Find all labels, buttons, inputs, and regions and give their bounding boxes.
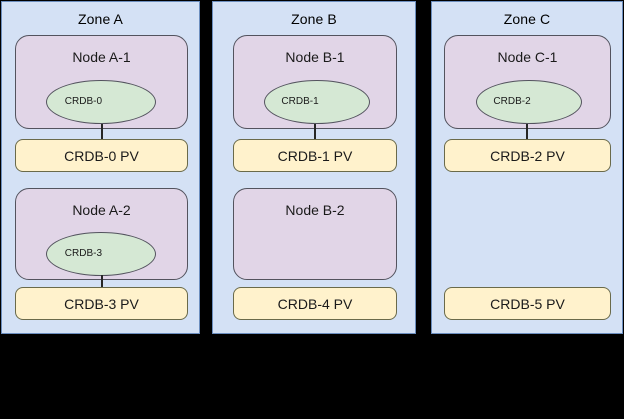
- zone-c-title: Zone C: [503, 11, 551, 27]
- pv-crdb-0: CRDB-0 PV: [15, 139, 188, 172]
- zone-b: Zone B Node B-1 CRDB-1 CRDB-1 PV Node B-…: [212, 1, 416, 334]
- zone-b-title: Zone B: [291, 11, 337, 27]
- pod-crdb-3: CRDB-3: [46, 232, 156, 276]
- pod-crdb-3-label: CRDB-3: [64, 248, 103, 259]
- connector-crdb-0: [101, 124, 103, 140]
- pv-crdb-3-label: CRDB-3 PV: [64, 295, 139, 312]
- pv-crdb-1-label: CRDB-1 PV: [277, 147, 353, 164]
- node-a-1: Node A-1 CRDB-0: [15, 35, 188, 129]
- pod-crdb-1: CRDB-1: [264, 80, 370, 124]
- node-b-2-title: Node B-2: [285, 202, 345, 218]
- pv-crdb-2: CRDB-2 PV: [444, 139, 611, 172]
- pv-crdb-0-label: CRDB-0 PV: [64, 147, 139, 164]
- pv-crdb-5: CRDB-5 PV: [444, 287, 611, 320]
- connector-crdb-2: [526, 124, 528, 140]
- node-a-2-title: Node A-2: [72, 202, 131, 218]
- pod-crdb-2-shape: [476, 80, 582, 124]
- pv-crdb-5-label: CRDB-5 PV: [490, 295, 565, 312]
- pod-crdb-3-shape: [46, 232, 156, 276]
- pod-crdb-1-shape: [264, 80, 370, 124]
- node-a-1-title: Node A-1: [72, 49, 131, 65]
- pv-crdb-4-label: CRDB-4 PV: [277, 295, 353, 312]
- pv-crdb-3: CRDB-3 PV: [15, 287, 188, 320]
- connector-crdb-1: [314, 124, 316, 140]
- connector-crdb-3: [101, 275, 103, 288]
- pod-crdb-2-label: CRDB-2: [493, 96, 531, 107]
- pod-crdb-0-shape: [46, 80, 156, 124]
- pod-crdb-1-label: CRDB-1: [281, 96, 319, 107]
- node-b-1: Node B-1 CRDB-1: [233, 35, 397, 129]
- pv-crdb-2-label: CRDB-2 PV: [490, 147, 565, 164]
- node-c-1: Node C-1 CRDB-2: [444, 35, 611, 129]
- zone-c: Zone C Node C-1 CRDB-2 CRDB-2 PV CRDB-5 …: [431, 1, 623, 334]
- zone-a: Zone A Node A-1 CRDB-0 CRDB-0 PV Node A-…: [1, 1, 200, 334]
- node-b-2: Node B-2: [233, 188, 397, 280]
- pv-crdb-1: CRDB-1 PV: [233, 139, 397, 172]
- node-c-1-title: Node C-1: [497, 49, 558, 65]
- node-a-2: Node A-2 CRDB-3: [15, 188, 188, 280]
- zone-a-title: Zone A: [78, 11, 123, 27]
- pod-crdb-0-label: CRDB-0: [64, 96, 103, 107]
- pod-crdb-2: CRDB-2: [476, 80, 582, 124]
- pod-crdb-0: CRDB-0: [46, 80, 156, 124]
- node-b-1-title: Node B-1: [285, 49, 345, 65]
- pv-crdb-4: CRDB-4 PV: [233, 287, 397, 320]
